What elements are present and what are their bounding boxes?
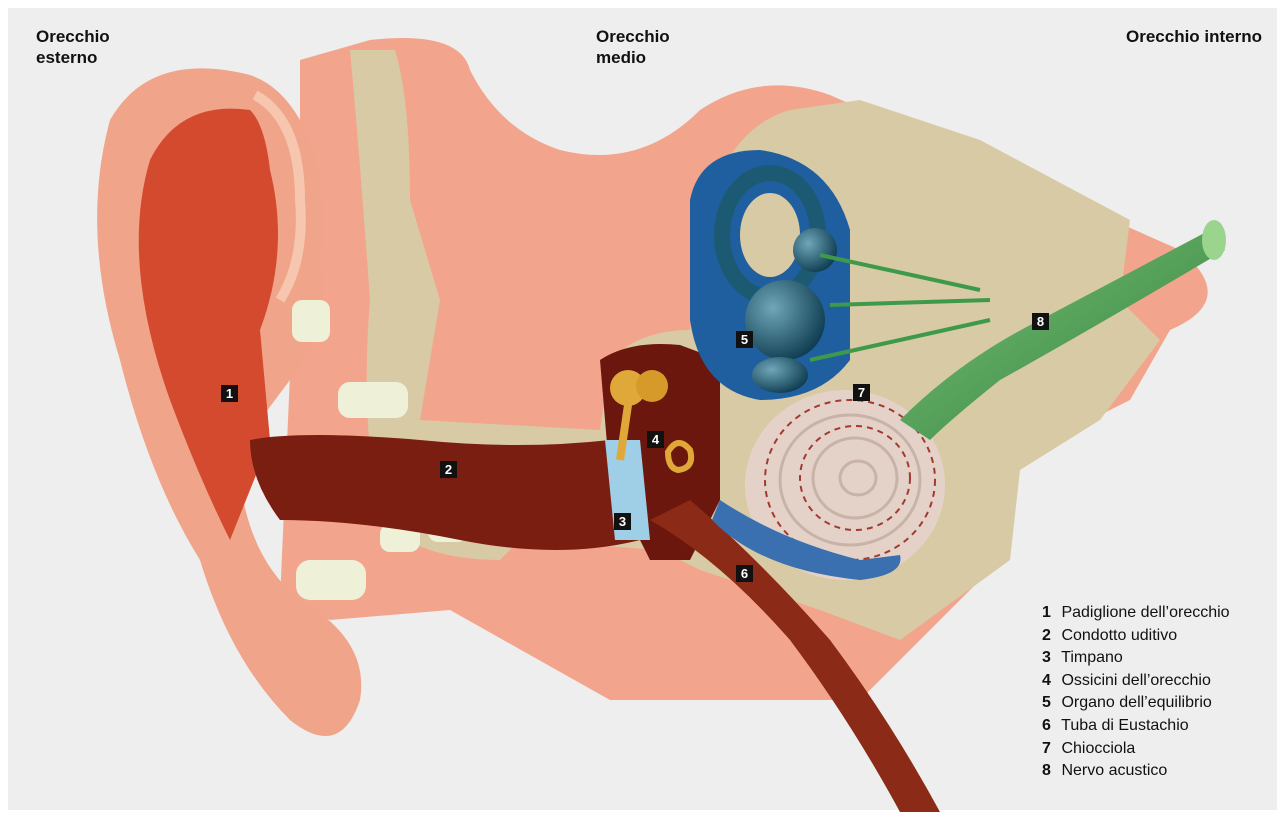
utricle [745, 280, 825, 360]
legend-item: 3 Timpano [1042, 647, 1282, 670]
legend-number: 3 [1042, 647, 1057, 670]
cartilage-c [296, 560, 366, 600]
legend-label: Condotto uditivo [1061, 627, 1177, 644]
cartilage-a [292, 300, 330, 342]
marker-acoustic-nerve: 8 [1032, 313, 1049, 330]
legend-item: 8 Nervo acustico [1042, 760, 1282, 783]
marker-ossicles: 4 [647, 431, 664, 448]
legend-number: 1 [1042, 602, 1057, 625]
legend-item: 4 Ossicini dell’orecchio [1042, 670, 1282, 693]
section-label-middle-ear: Orecchio medio [596, 26, 670, 68]
legend-number: 8 [1042, 760, 1057, 783]
legend-label: Nervo acustico [1061, 762, 1167, 779]
ampulla-upper [793, 228, 837, 272]
legend-label: Organo dell’equilibrio [1061, 694, 1211, 711]
legend-label: Chiocciola [1061, 740, 1135, 757]
legend-label: Ossicini dell’orecchio [1061, 672, 1210, 689]
incus-body [636, 370, 668, 402]
legend-number: 5 [1042, 692, 1057, 715]
legend-number: 4 [1042, 670, 1057, 693]
cartilage-b [338, 382, 408, 418]
legend-number: 2 [1042, 625, 1057, 648]
legend-item: 7 Chiocciola [1042, 738, 1282, 761]
nerve-end [1202, 220, 1226, 260]
marker-pinna: 1 [221, 385, 238, 402]
legend-item: 5 Organo dell’equilibrio [1042, 692, 1282, 715]
marker-tympanic-membrane: 3 [614, 513, 631, 530]
legend-label: Padiglione dell’orecchio [1061, 604, 1229, 621]
marker-eustachian-tube: 6 [736, 565, 753, 582]
marker-auditory-canal: 2 [440, 461, 457, 478]
section-label-outer-ear: Orecchio esterno [36, 26, 110, 68]
marker-balance-organ: 5 [736, 331, 753, 348]
marker-cochlea: 7 [853, 384, 870, 401]
legend-item: 1 Padiglione dell’orecchio [1042, 602, 1282, 625]
legend-label: Tuba di Eustachio [1061, 717, 1188, 734]
saccule [752, 357, 808, 393]
legend-number: 6 [1042, 715, 1057, 738]
legend: 1 Padiglione dell’orecchio 2 Condotto ud… [1042, 602, 1282, 783]
legend-number: 7 [1042, 738, 1057, 761]
legend-item: 6 Tuba di Eustachio [1042, 715, 1282, 738]
section-label-inner-ear: Orecchio interno [1126, 26, 1262, 47]
legend-item: 2 Condotto uditivo [1042, 625, 1282, 648]
legend-label: Timpano [1061, 649, 1123, 666]
